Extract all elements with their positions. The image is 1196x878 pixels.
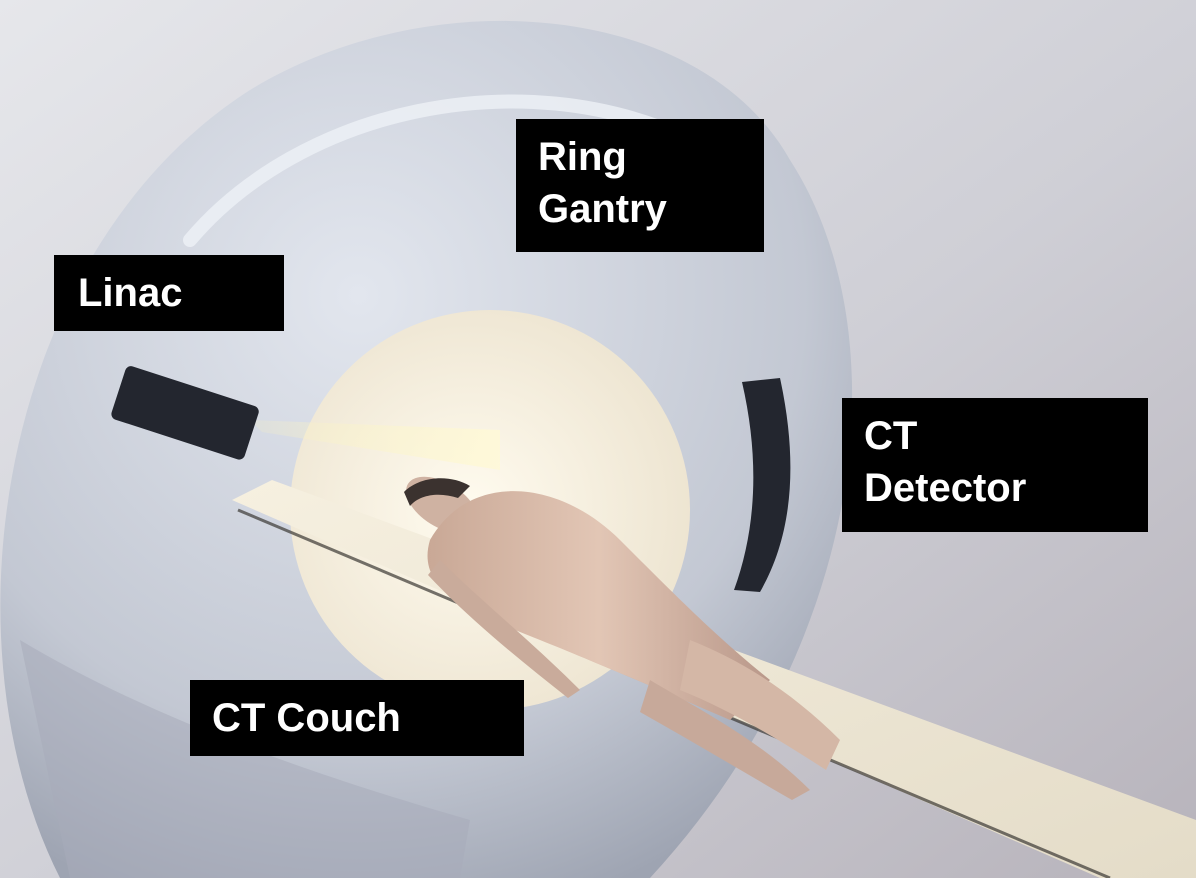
label-ring-gantry-line-1: Ring [538,131,764,183]
label-linac: Linac [54,255,284,331]
label-ring-gantry-line-2: Gantry [538,183,764,235]
label-ct-detector-line-2: Detector [864,462,1148,514]
label-linac-text: Linac [78,267,284,319]
label-ct-detector: CT Detector [842,398,1148,532]
label-ct-couch: CT Couch [190,680,524,756]
label-ct-couch-text: CT Couch [212,692,524,744]
label-ring-gantry: Ring Gantry [516,119,764,252]
label-ct-detector-line-1: CT [864,410,1148,462]
